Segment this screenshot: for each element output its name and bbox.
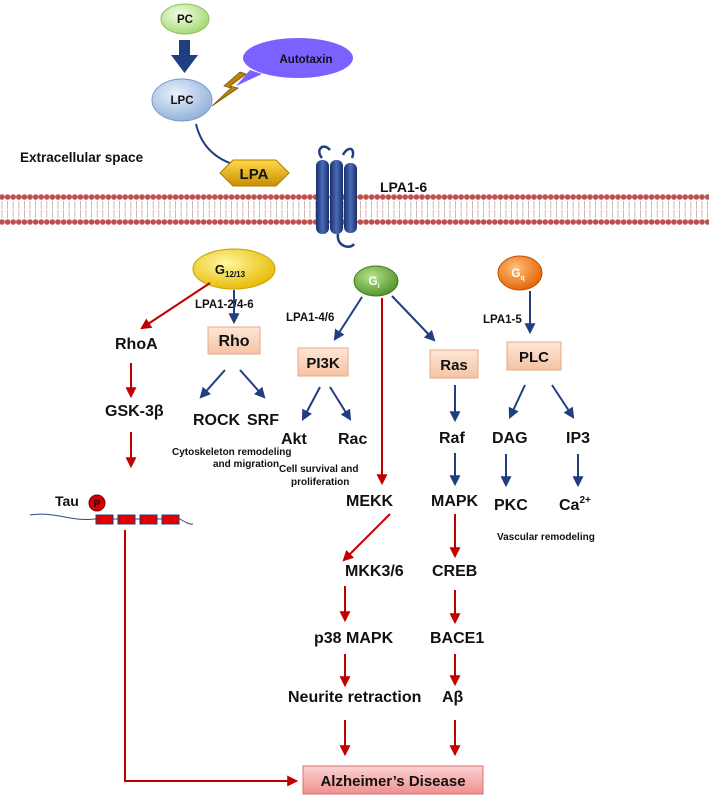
lpa-ligand	[219, 159, 290, 187]
ras-label: Ras	[440, 357, 468, 374]
srf-label: SRF	[247, 412, 279, 429]
pc-to-lpc-arrow	[171, 40, 198, 73]
phospho-marker	[88, 494, 106, 512]
gi-protein	[353, 265, 399, 297]
alzheimers-disease-box	[302, 765, 484, 795]
gq-protein	[497, 255, 543, 291]
lpa-receptor	[316, 145, 357, 248]
ras-box	[429, 349, 479, 379]
vascular-remodeling-label: Vascular remodeling	[497, 532, 595, 543]
arrow-plc-to-dag	[508, 384, 526, 419]
lpa-1-2-4-6-label: LPA1-2/4-6	[195, 299, 254, 311]
rock-label: ROCK	[193, 412, 241, 429]
autotaxin-label: Autotaxin	[279, 54, 332, 66]
bace1-label: BACE1	[430, 630, 484, 647]
cytoskeleton-line2: and migration	[213, 459, 279, 470]
g1213-protein	[192, 248, 276, 290]
blue-arrows	[199, 290, 584, 488]
plc-label: PLC	[519, 349, 549, 366]
pkc-label: PKC	[494, 497, 528, 514]
arrow-gi-to-ras	[391, 295, 436, 342]
rho-box	[207, 326, 261, 355]
arrow-pi3k-to-akt	[301, 386, 321, 421]
cell-membrane	[0, 194, 709, 225]
creb-label: CREB	[432, 563, 477, 580]
cytoskeleton-line1: Cytoskeleton remodeling	[172, 447, 291, 458]
autotaxin-tail	[236, 70, 262, 86]
neurite-retraction-label: Neurite retraction	[288, 689, 421, 706]
lpa-label: LPA	[240, 166, 269, 183]
tau-protein	[29, 513, 194, 525]
gsk3b-label: GSK-3β	[105, 403, 164, 420]
pc-node	[160, 3, 210, 35]
pi3k-box	[297, 347, 349, 377]
g1213-label: G12/13	[215, 262, 246, 279]
rac-label: Rac	[338, 431, 367, 448]
autotaxin-node	[243, 38, 353, 78]
cell-survival-line2: proliferation	[291, 477, 349, 488]
gq-label: Gq	[511, 266, 525, 282]
rho-label: Rho	[218, 333, 249, 350]
akt-label: Akt	[281, 431, 307, 448]
lpa-receptor-label: LPA1-6	[380, 179, 427, 195]
red-arrows	[124, 282, 461, 787]
pi3k-label: PI3K	[306, 355, 340, 372]
lpa-1-4-6-label: LPA1-4/6	[286, 312, 334, 324]
phospho-label: P	[94, 499, 101, 510]
arrow-mekk-to-mkk36	[342, 513, 391, 562]
arrow-pi3k-to-rac	[329, 386, 352, 421]
extracellular-space-label: Extracellular space	[20, 150, 144, 165]
plc-box	[506, 341, 562, 371]
arrow-rho-to-srf	[239, 369, 266, 399]
p38-mapk-label: p38 MAPK	[314, 630, 394, 647]
alzheimers-disease-label: Alzheimer’s Disease	[320, 773, 465, 790]
mekk-label: MEKK	[346, 493, 394, 510]
arrow-g1213-to-rhoa	[140, 282, 211, 330]
arrow-gi-to-pi3k	[333, 296, 363, 341]
calcium-label: Ca2+	[559, 495, 591, 514]
lightning-icon	[211, 71, 247, 107]
ip3-label: IP3	[566, 430, 590, 447]
arrow-rho-to-rock	[199, 369, 226, 399]
lpa-1-5-label: LPA1-5	[483, 314, 522, 326]
mapk-label: MAPK	[431, 493, 479, 510]
lpc-node	[151, 78, 213, 122]
rhoa-label: RhoA	[115, 336, 158, 353]
arrow-tau-to-ad	[124, 530, 299, 787]
arrow-plc-to-ip3	[551, 384, 575, 419]
gi-label: Gi	[368, 274, 379, 290]
tau-label: Tau	[55, 493, 79, 509]
raf-label: Raf	[439, 430, 465, 447]
mkk36-label: MKK3/6	[345, 563, 404, 580]
lpc-label: LPC	[171, 95, 194, 107]
cell-survival-line1: Cell survival and	[279, 464, 358, 475]
abeta-label: Aβ	[442, 689, 464, 706]
dag-label: DAG	[492, 430, 528, 447]
pc-label: PC	[177, 14, 193, 26]
